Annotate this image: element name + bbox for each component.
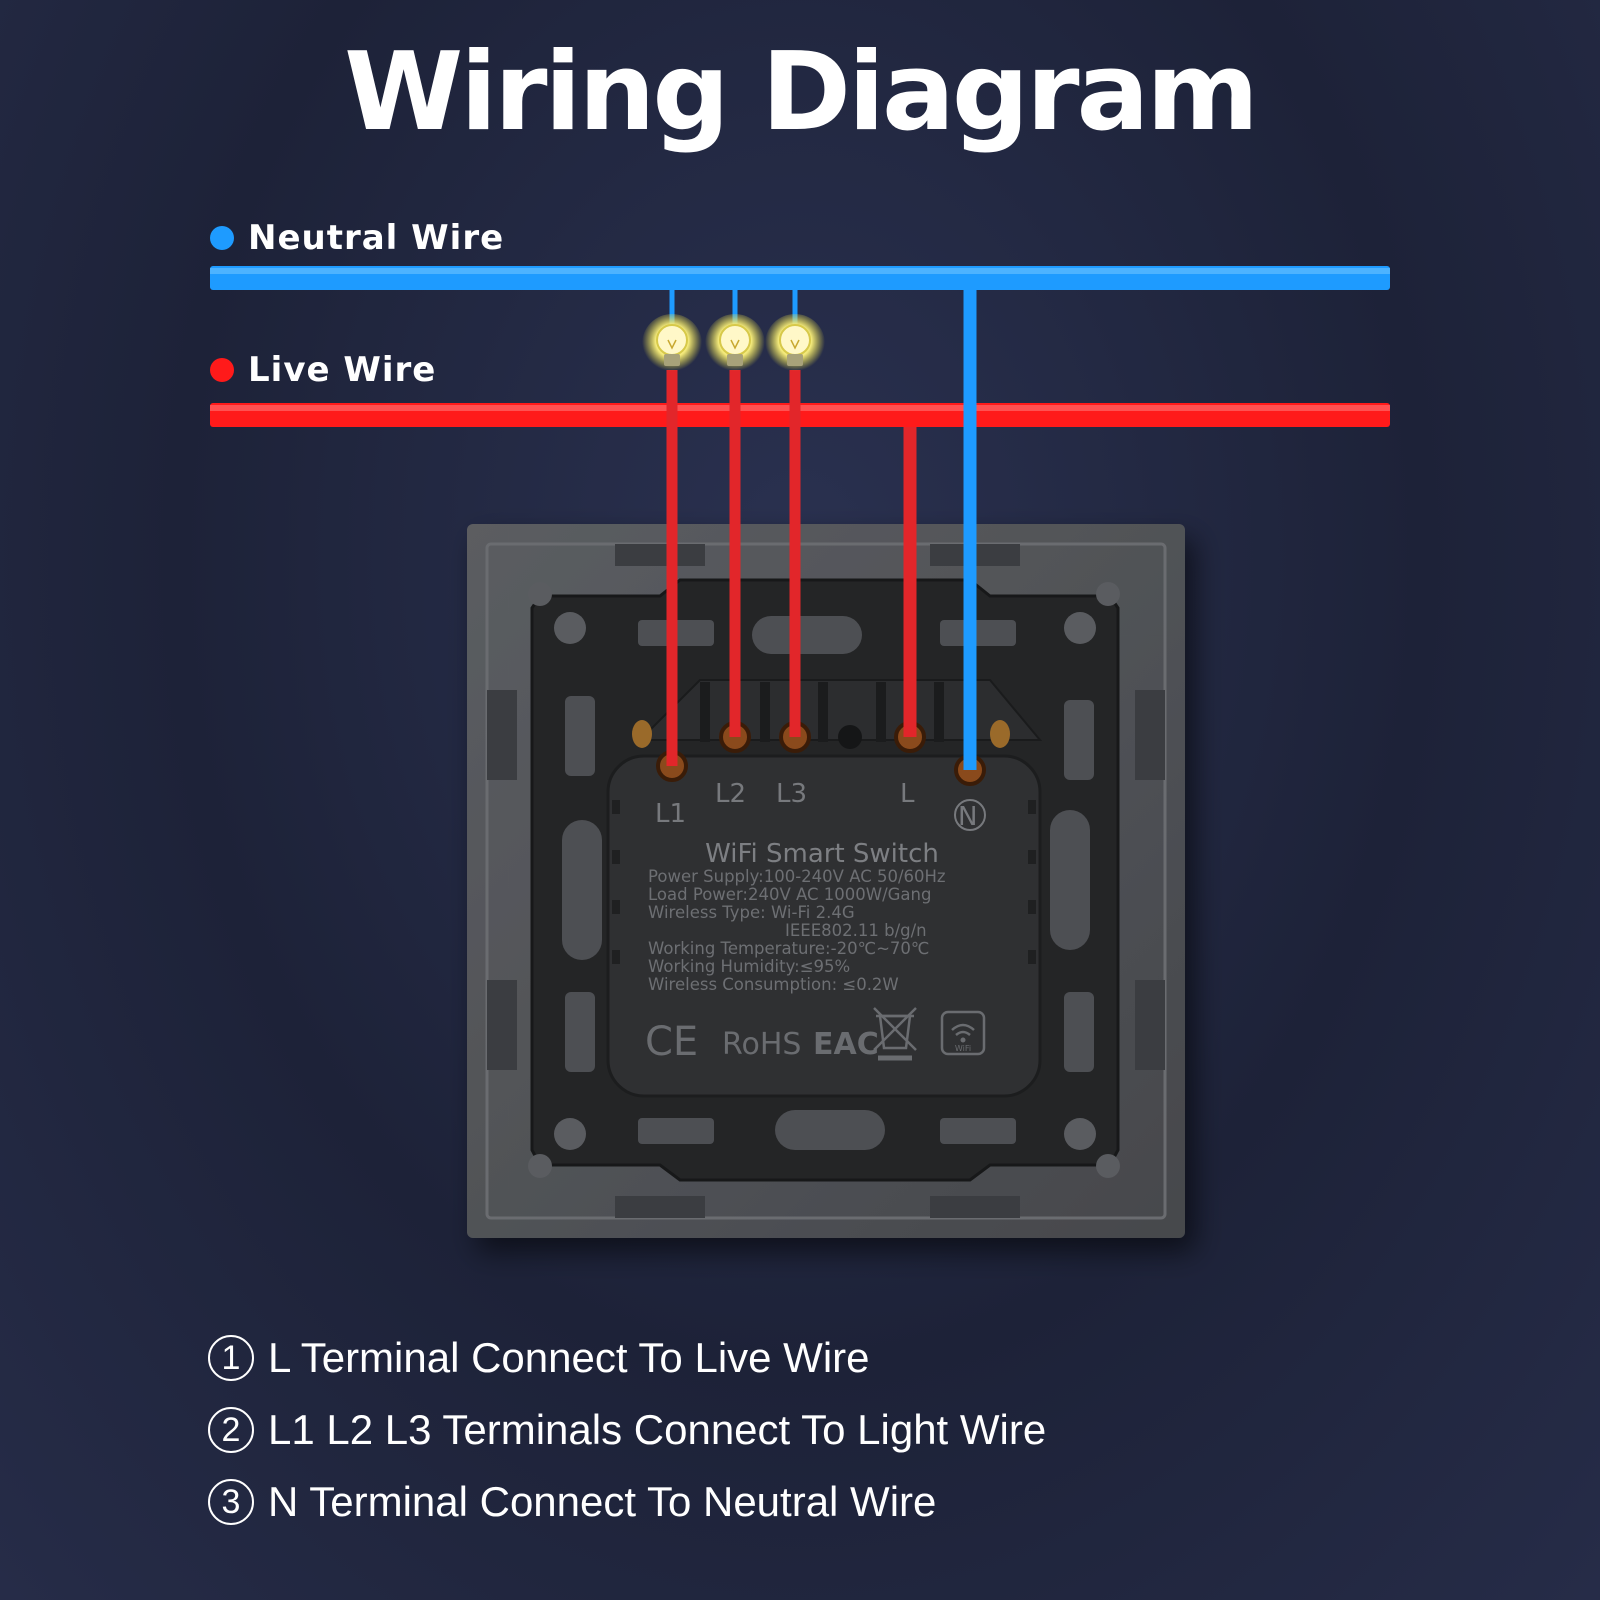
terminal-n-ring — [954, 799, 986, 831]
legend-live-label: Live Wire — [248, 350, 437, 390]
bulb-1-icon — [642, 314, 702, 374]
ce-mark: CE — [645, 1019, 698, 1065]
note-2: 2 L1 L2 L3 Terminals Connect To Light Wi… — [208, 1394, 1046, 1466]
note-2-number: 2 — [208, 1407, 254, 1453]
device-specs: Power Supply:100-240V AC 50/60Hz Load Po… — [648, 867, 946, 994]
screw-side-right-icon — [990, 720, 1010, 748]
terminal-label-l2: L2 — [715, 779, 746, 809]
bulb-3-icon — [765, 314, 825, 374]
spec-power-supply: Power Supply:100-240V AC 50/60Hz — [648, 867, 946, 886]
bulb-2-icon — [705, 314, 765, 374]
screw-blank-icon — [838, 725, 862, 749]
cert-marks: CE RoHS EAC — [645, 1019, 879, 1065]
note-1: 1 L Terminal Connect To Live Wire — [208, 1322, 1046, 1394]
spec-humidity: Working Humidity:≤95% — [648, 957, 850, 976]
eac-mark: EAC — [813, 1027, 879, 1062]
weee-bin-icon — [873, 1007, 917, 1061]
note-3-number: 3 — [208, 1479, 254, 1525]
wiring-notes: 1 L Terminal Connect To Live Wire 2 L1 L… — [208, 1322, 1046, 1538]
terminal-label-l: L — [900, 779, 915, 809]
note-3: 3 N Terminal Connect To Neutral Wire — [208, 1466, 1046, 1538]
neutral-dot-icon — [210, 226, 234, 250]
frame-holes — [528, 582, 1120, 1178]
plate-tabs — [487, 544, 1165, 1218]
screw-side-left-icon — [632, 720, 652, 748]
terminal-label-l3: L3 — [776, 779, 807, 809]
legend-neutral: Neutral Wire — [210, 218, 504, 258]
legend-neutral-label: Neutral Wire — [248, 218, 505, 258]
spec-temperature: Working Temperature:-20℃~70℃ — [648, 939, 929, 958]
spec-consumption: Wireless Consumption: ≤0.2W — [648, 975, 899, 994]
note-2-text: L1 L2 L3 Terminals Connect To Light Wire — [268, 1406, 1047, 1453]
wifi-badge-label: WiFi — [955, 1044, 971, 1053]
spec-ieee: IEEE802.11 b/g/n — [785, 921, 927, 940]
legend-live: Live Wire — [210, 350, 436, 390]
spec-load-power: Load Power:240V AC 1000W/Gang — [648, 885, 931, 904]
live-dot-icon — [210, 358, 234, 382]
note-3-text: N Terminal Connect To Neutral Wire — [268, 1478, 937, 1525]
rohs-mark: RoHS — [722, 1027, 801, 1062]
terminal-label-n: N — [958, 802, 977, 832]
device-name: WiFi Smart Switch — [705, 839, 939, 869]
wifi-badge-icon: WiFi — [940, 1010, 986, 1056]
terminal-labels: L1 L2 L3 L N — [655, 779, 977, 832]
spec-wireless-type: Wireless Type: Wi-Fi 2.4G — [648, 903, 855, 922]
terminal-ribs — [700, 682, 944, 742]
neutral-bus-highlight — [210, 268, 1390, 274]
module-edge-notches — [612, 800, 1036, 964]
page-title: Wiring Diagram — [344, 30, 1259, 155]
terminal-label-l1: L1 — [655, 799, 686, 829]
note-1-number: 1 — [208, 1335, 254, 1381]
note-1-text: L Terminal Connect To Live Wire — [268, 1334, 870, 1381]
light-bulbs — [642, 314, 825, 374]
connection-wires — [666, 290, 977, 770]
module-body — [606, 754, 1042, 1098]
